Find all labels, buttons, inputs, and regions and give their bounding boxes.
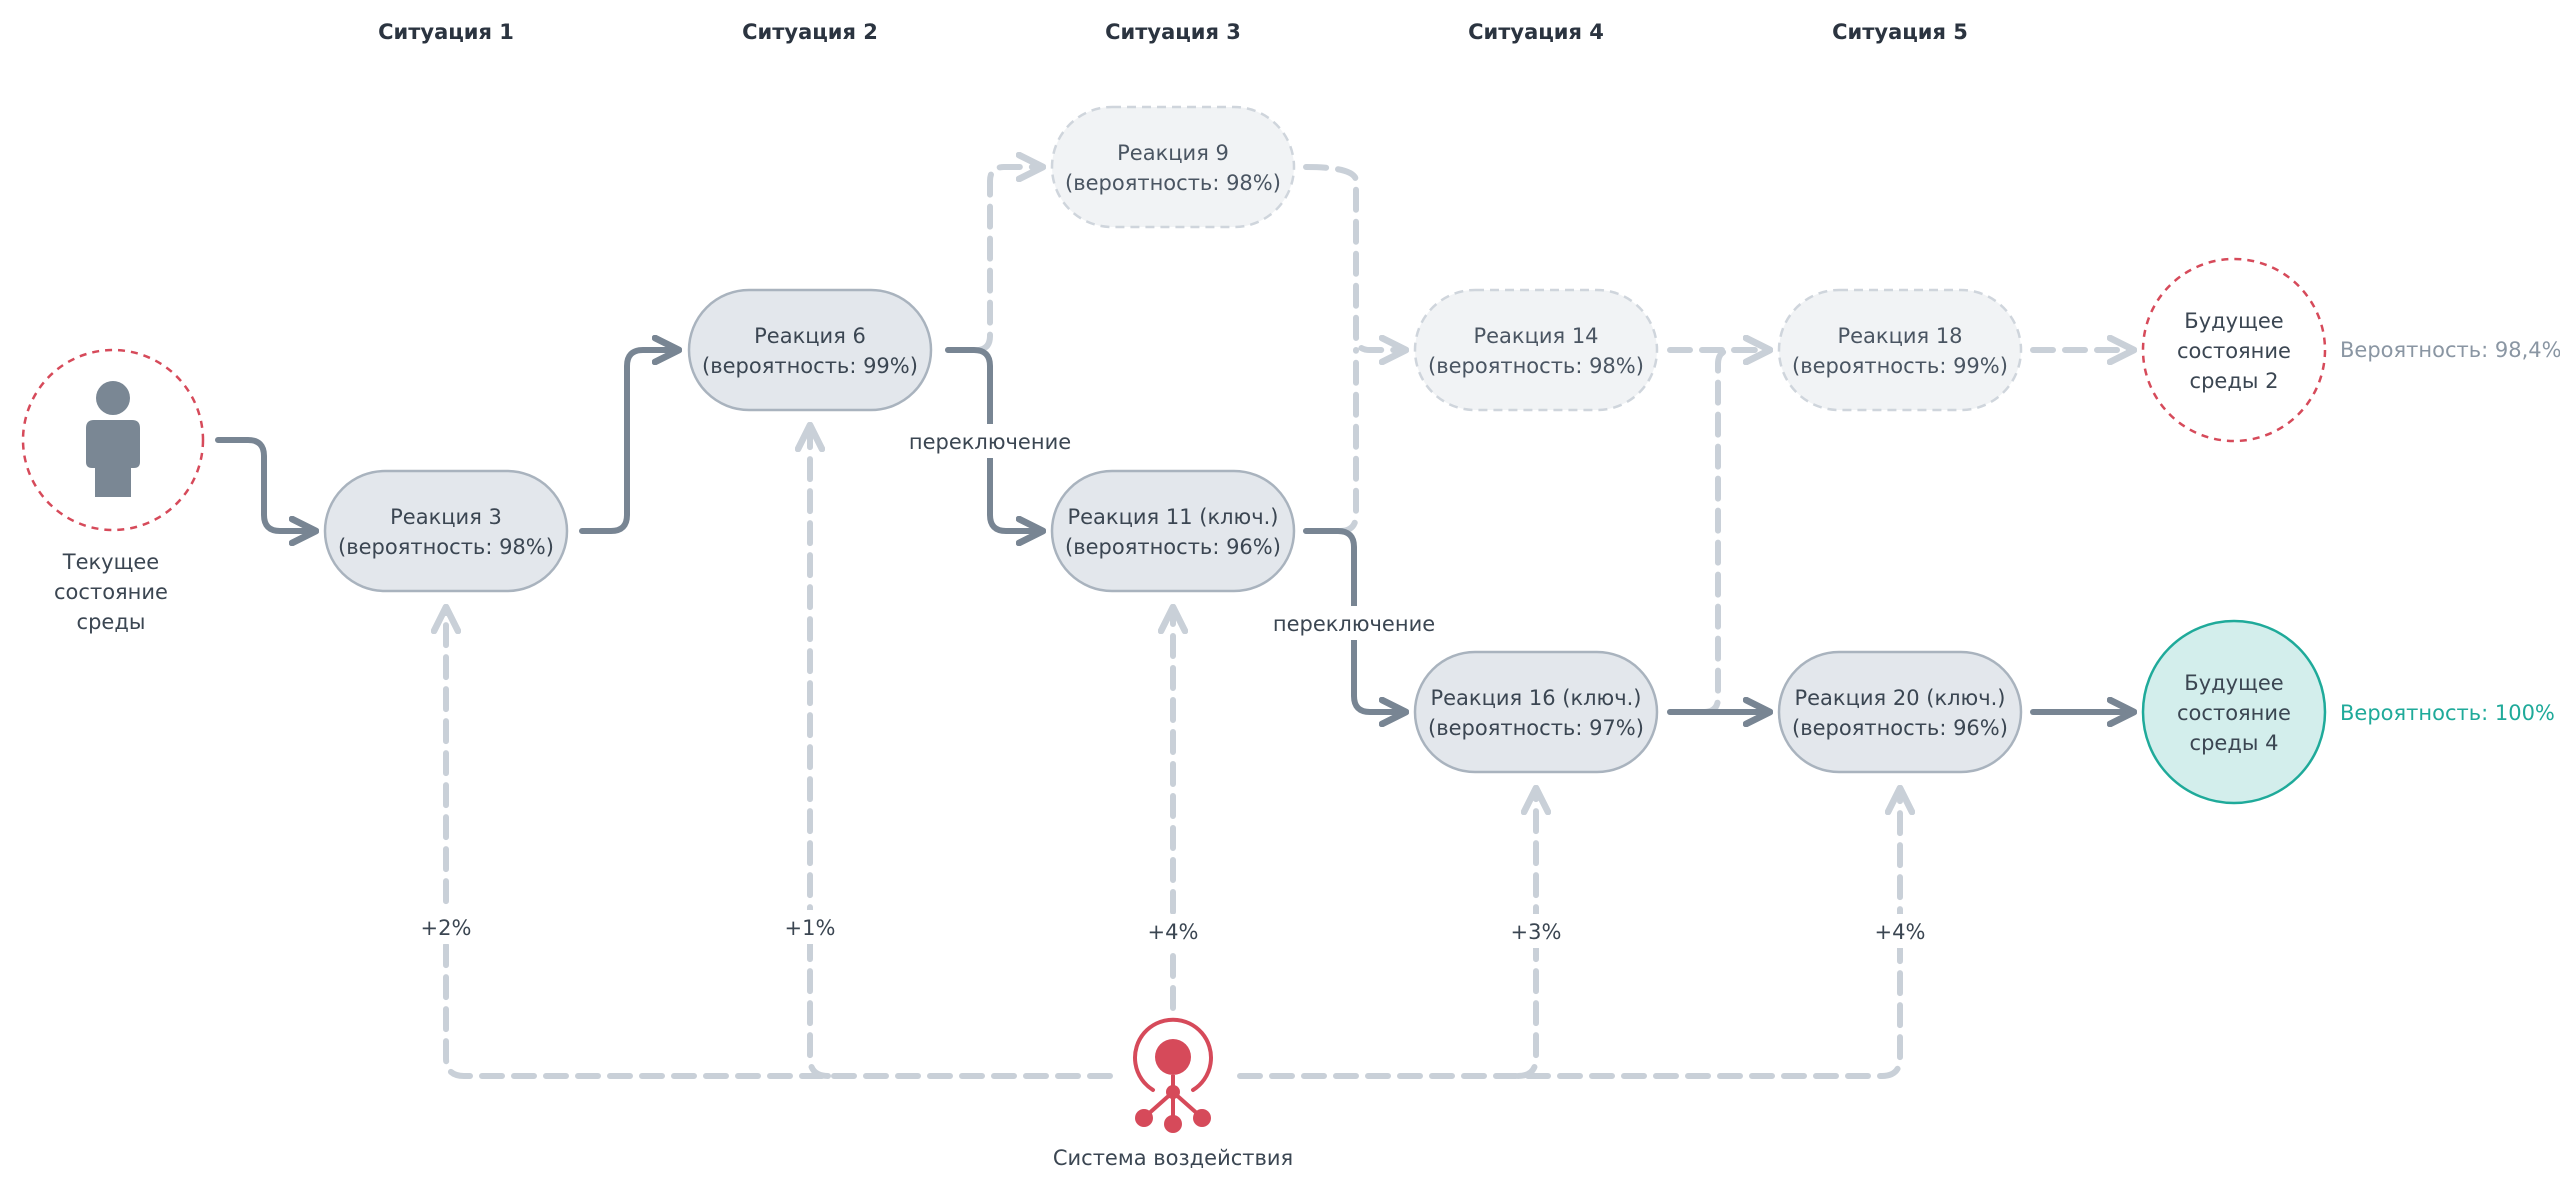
future-state-2-probability: Вероятность: 98,4% [2340,338,2560,362]
column-titles: Ситуация 1 Ситуация 2 Ситуация 3 Ситуаци… [378,20,1968,44]
edge-r6-r9 [945,167,1040,353]
node-reaction-11-prob: (вероятность: 96%) [1065,535,1281,559]
node-reaction-14[interactable]: Реакция 14 (вероятность: 98%) [1413,288,1659,412]
node-reaction-11[interactable]: Реакция 11 (ключ.) (вероятность: 96%) [1050,469,1296,593]
node-reaction-16-prob: (вероятность: 97%) [1428,716,1644,740]
future-state-4-probability: Вероятность: 100% [2340,701,2555,725]
edge-r3-r6 [579,350,676,534]
node-reaction-20-title: Реакция 20 (ключ.) [1794,686,2005,710]
edge-current-r3 [215,437,313,531]
switch-label-2: переключение [1273,612,1435,636]
column-title-4: Ситуация 4 [1468,20,1604,44]
influence-increment-4: +3% [1511,920,1562,944]
person-icon [86,381,140,497]
node-reaction-14-title: Реакция 14 [1473,324,1598,348]
node-reaction-3-title: Реакция 3 [390,505,502,529]
influence-increment-5: +4% [1875,920,1926,944]
node-reaction-6-title: Реакция 6 [754,324,866,348]
switch-labels: переключение переключение [908,424,1436,640]
node-reaction-6[interactable]: Реакция 6 (вероятность: 99%) [687,288,933,412]
future-state-4-line-2: состояние [2177,701,2291,725]
column-title-1: Ситуация 1 [378,20,514,44]
influence-system[interactable]: Система воздействия [1053,1017,1293,1170]
node-reaction-18-title: Реакция 18 [1837,324,1962,348]
influence-increment-1: +2% [421,916,472,940]
node-reaction-9-prob: (вероятность: 98%) [1065,171,1281,195]
node-reaction-20[interactable]: Реакция 20 (ключ.) (вероятность: 96%) [1777,650,2023,774]
column-title-2: Ситуация 2 [742,20,878,44]
node-reaction-11-title: Реакция 11 (ключ.) [1067,505,1278,529]
node-reaction-18[interactable]: Реакция 18 (вероятность: 99%) [1777,288,2023,412]
influence-system-icon [1133,1017,1213,1133]
future-state-2-line-1: Будущее [2184,309,2283,333]
column-title-3: Ситуация 3 [1105,20,1241,44]
node-reaction-14-prob: (вероятность: 98%) [1428,354,1644,378]
node-reaction-18-prob: (вероятность: 99%) [1792,354,2008,378]
influence-bus [446,610,1113,1079]
current-state-label-1: Текущее [62,550,159,574]
influence-to-r16 [1515,791,1536,1079]
node-reaction-16-title: Реакция 16 (ключ.) [1430,686,1641,710]
future-state-2-line-2: состояние [2177,339,2291,363]
edge-r11-up [1303,347,1359,534]
edge-r16-r18 [1667,350,1767,715]
influence-increments: +2% +1% +4% +3% +4% [418,910,1928,948]
influence-system-label: Система воздействия [1053,1146,1293,1170]
future-state-4-line-1: Будущее [2184,671,2283,695]
node-reaction-20-prob: (вероятность: 96%) [1792,716,2008,740]
dashed-edges [446,164,2131,1079]
node-reaction-9[interactable]: Реакция 9 (вероятность: 98%) [1050,105,1296,229]
node-reaction-16[interactable]: Реакция 16 (ключ.) (вероятность: 97%) [1413,650,1659,774]
influence-to-r6 [810,428,831,1079]
current-state-label-2: состояние [54,580,168,604]
switch-label-1: переключение [909,430,1071,454]
future-state-2[interactable]: Будущее состояние среды 2 [2141,257,2327,443]
influence-bus-right [1237,791,1900,1079]
node-reaction-3[interactable]: Реакция 3 (вероятность: 98%) [323,469,569,593]
future-state-2-line-3: среды 2 [2190,369,2279,393]
future-state-4-line-3: среды 4 [2190,731,2279,755]
node-reaction-3-prob: (вероятность: 98%) [338,535,554,559]
current-state-label-3: среды [77,610,146,634]
edge-r9-r14 [1303,164,1403,350]
column-title-5: Ситуация 5 [1832,20,1968,44]
node-reaction-9-title: Реакция 9 [1117,141,1229,165]
future-state-4[interactable]: Будущее состояние среды 4 [2141,619,2327,805]
influence-increment-2: +1% [785,916,836,940]
node-reaction-6-prob: (вероятность: 99%) [702,354,918,378]
influence-increment-3: +4% [1148,920,1199,944]
current-state: Текущее состояние среды [21,348,205,634]
